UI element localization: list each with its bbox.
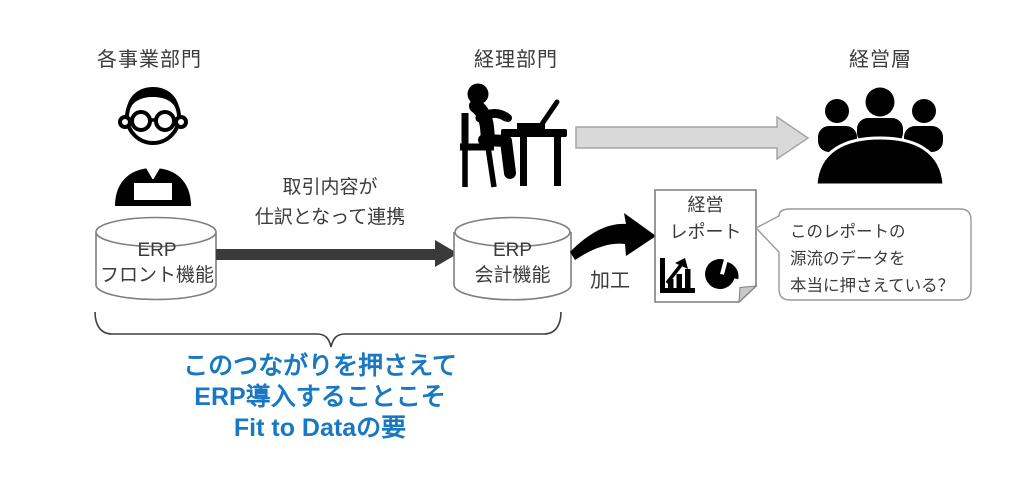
erp-accounting-cylinder — [453, 216, 572, 301]
report-title: 経営 レポート — [669, 195, 742, 242]
journal-link-arrow — [216, 240, 458, 267]
management-label: 経営層 — [849, 49, 912, 71]
person-with-glasses-laptop-icon — [115, 87, 191, 206]
journal-link-note: 取引内容が 仕訳となって連携 — [254, 177, 406, 228]
question-bubble — [754, 208, 972, 301]
meeting-table-icon — [814, 87, 946, 187]
erp-front-label: ERP フロント機能 — [99, 240, 214, 286]
accounting-dept-label: 経理部門 — [474, 49, 558, 71]
person-at-desk-icon — [460, 83, 567, 188]
bubble-question-text: このレポートの 源流のデータを 本当に押さえている？ — [790, 223, 955, 295]
key-message: このつながりを押さえて ERP導入することこそ Fit to Dataの要 — [183, 352, 457, 442]
report-to-management-arrow — [575, 115, 810, 161]
grouping-brace — [94, 311, 562, 348]
processing-arrow — [570, 213, 656, 260]
business-dept-label: 各事業部門 — [97, 49, 202, 71]
erp-front-cylinder — [95, 216, 217, 301]
bar-chart-icon — [660, 258, 695, 293]
folded-corner — [738, 285, 758, 304]
pie-chart-icon — [705, 258, 739, 289]
processing-label: 加工 — [590, 270, 630, 292]
erp-accounting-label: ERP 会計機能 — [474, 240, 551, 286]
